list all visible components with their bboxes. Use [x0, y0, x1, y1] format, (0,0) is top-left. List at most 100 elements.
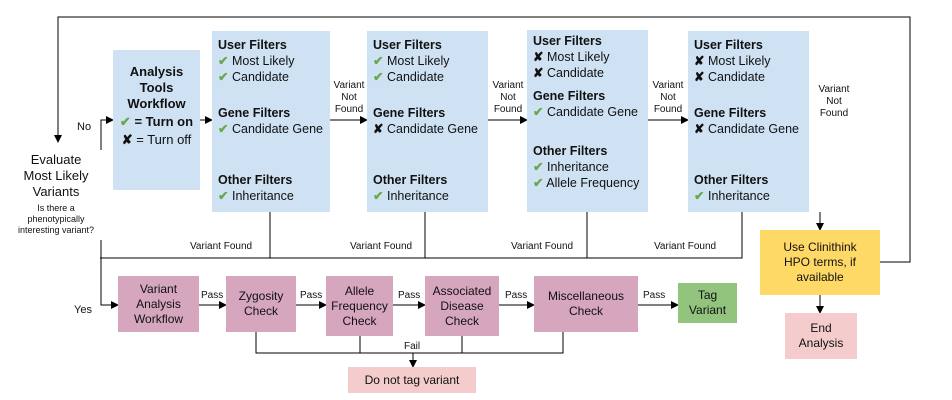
cross-icon: ✘ [694, 70, 705, 84]
gene-filters-title: Gene Filters [694, 106, 767, 120]
no-connector [100, 116, 114, 150]
check-icon: ✔ [533, 160, 544, 174]
gene-filters-section: Gene Filters ✘ Candidate Gene [694, 105, 804, 137]
pass-label-1: Pass [201, 290, 224, 301]
evaluate-title: Evaluate Most Likely Variants [23, 152, 89, 199]
loop-back-connector [54, 16, 911, 263]
found-label-2: Variant Found [350, 241, 413, 252]
cross-icon: ✘ [533, 66, 544, 80]
clinithink-label: Use Clinithink HPO terms, if available [783, 240, 857, 284]
tag-variant-box: Tag Variant [678, 283, 737, 323]
other-filters-section: Other Filters ✔ Inheritance [694, 172, 770, 204]
end-analysis-label: End Analysis [798, 321, 844, 350]
associated-disease-label: Associated Disease Check [432, 283, 492, 328]
tag-variant-label: Tag Variant [688, 288, 727, 317]
check-icon: ✔ [218, 189, 229, 203]
check-icon: ✔ [218, 70, 229, 84]
pass-label-5: Pass [643, 290, 666, 301]
gene-filters-title: Gene Filters [533, 89, 606, 103]
filter-item: Candidate Gene [386, 122, 479, 136]
filter-item: Candidate [386, 70, 444, 84]
user-filters-section: User Filters ✔ Most Likely ✔ Candidate [373, 37, 450, 85]
filter-box-3: User Filters ✘ Most Likely ✘ Candidate G… [527, 30, 648, 212]
user-filters-title: User Filters [694, 38, 763, 52]
filter-item: Inheritance [546, 160, 609, 174]
not-found-label-2: Variant Not Found [492, 80, 524, 115]
gene-filters-title: Gene Filters [218, 106, 291, 120]
user-filters-title: User Filters [533, 34, 602, 48]
check-icon: ✔ [373, 54, 384, 68]
not-found-label-1: Variant Not Found [333, 80, 365, 115]
fail-bus [255, 332, 564, 354]
other-filters-section: Other Filters ✔ Inheritance [218, 172, 294, 204]
filter-box-4: User Filters ✘ Most Likely ✘ Candidate G… [688, 31, 809, 212]
other-filters-title: Other Filters [694, 173, 769, 187]
analysis-tools-title: Analysis Tools Workflow [127, 64, 186, 111]
filter-item: Candidate [546, 66, 604, 80]
cross-icon: ✘ [533, 50, 544, 64]
other-filters-title: Other Filters [533, 144, 608, 158]
fail-label: Fail [404, 341, 421, 352]
other-filters-title: Other Filters [218, 173, 293, 187]
other-filters-title: Other Filters [373, 173, 448, 187]
evaluate-node: Evaluate Most Likely Variants Is there a… [16, 152, 96, 236]
variant-analysis-label: Variant Analysis Workflow [133, 281, 184, 326]
check-icon: ✔ [694, 189, 705, 203]
filter-item: Most Likely [546, 50, 610, 64]
pass-label-3: Pass [398, 290, 421, 301]
filter-item: Inheritance [386, 189, 449, 203]
check-icon: ✔ [218, 54, 229, 68]
filter-box-2: User Filters ✔ Most Likely ✔ Candidate G… [367, 31, 488, 212]
pass-label-4: Pass [505, 290, 528, 301]
other-filters-section: Other Filters ✔ Inheritance ✔ Allele Fre… [533, 143, 643, 191]
zygosity-label: Zygosity Check [238, 289, 284, 318]
cross-icon: ✘ [694, 122, 705, 136]
cross-icon: ✘ [373, 122, 384, 136]
gene-filters-title: Gene Filters [373, 106, 446, 120]
allele-frequency-check-box: Allele Frequency Check [326, 276, 393, 336]
cross-icon: ✘ [694, 54, 705, 68]
other-filters-section: Other Filters ✔ Inheritance [373, 172, 449, 204]
filter-item: Inheritance [707, 189, 770, 203]
user-filters-title: User Filters [373, 38, 442, 52]
pass-label-2: Pass [300, 290, 323, 301]
do-not-tag-variant-box: Do not tag variant [348, 367, 476, 393]
filter-item: Allele Frequency [546, 176, 640, 190]
filter-item: Most Likely [231, 54, 295, 68]
gene-filters-section: Gene Filters ✔ Candidate Gene [218, 105, 328, 137]
check-icon: ✔ [373, 189, 384, 203]
gene-filters-section: Gene Filters ✘ Candidate Gene [373, 105, 483, 137]
filter-item: Candidate Gene [546, 105, 639, 119]
user-filters-section: User Filters ✘ Most Likely ✘ Candidate [533, 33, 610, 81]
check-icon: ✔ [119, 114, 131, 129]
miscellaneous-label: Miscellaneous Check [547, 289, 625, 318]
cross-icon: ✘ [121, 132, 133, 147]
check-icon: ✔ [218, 122, 229, 136]
filter-item: Candidate [707, 70, 765, 84]
not-found-label-3: Variant Not Found [652, 80, 684, 115]
do-not-tag-label: Do not tag variant [364, 372, 460, 387]
not-found-label-4: Variant Not Found [818, 84, 850, 119]
filter-item: Most Likely [707, 54, 771, 68]
check-icon: ✔ [373, 70, 384, 84]
user-filters-section: User Filters ✔ Most Likely ✔ Candidate [218, 37, 295, 85]
zygosity-check-box: Zygosity Check [226, 276, 296, 332]
turn-on-label: = Turn on [134, 114, 194, 129]
evaluate-question: Is there a phenotypically interesting va… [17, 203, 95, 235]
filter-item: Inheritance [231, 189, 294, 203]
yes-label: Yes [74, 304, 92, 316]
gene-filters-section: Gene Filters ✔ Candidate Gene [533, 88, 643, 120]
end-analysis-box: End Analysis [785, 313, 857, 359]
user-filters-section: User Filters ✘ Most Likely ✘ Candidate [694, 37, 771, 85]
user-filters-title: User Filters [218, 38, 287, 52]
no-label: No [77, 121, 92, 133]
check-icon: ✔ [533, 105, 544, 119]
turn-off-label: = Turn off [136, 132, 192, 147]
filter-item: Most Likely [386, 54, 450, 68]
found-from-4 [587, 212, 743, 259]
miscellaneous-check-box: Miscellaneous Check [534, 276, 638, 332]
clinithink-box: Use Clinithink HPO terms, if available [760, 230, 880, 295]
filter-item: Candidate [231, 70, 289, 84]
